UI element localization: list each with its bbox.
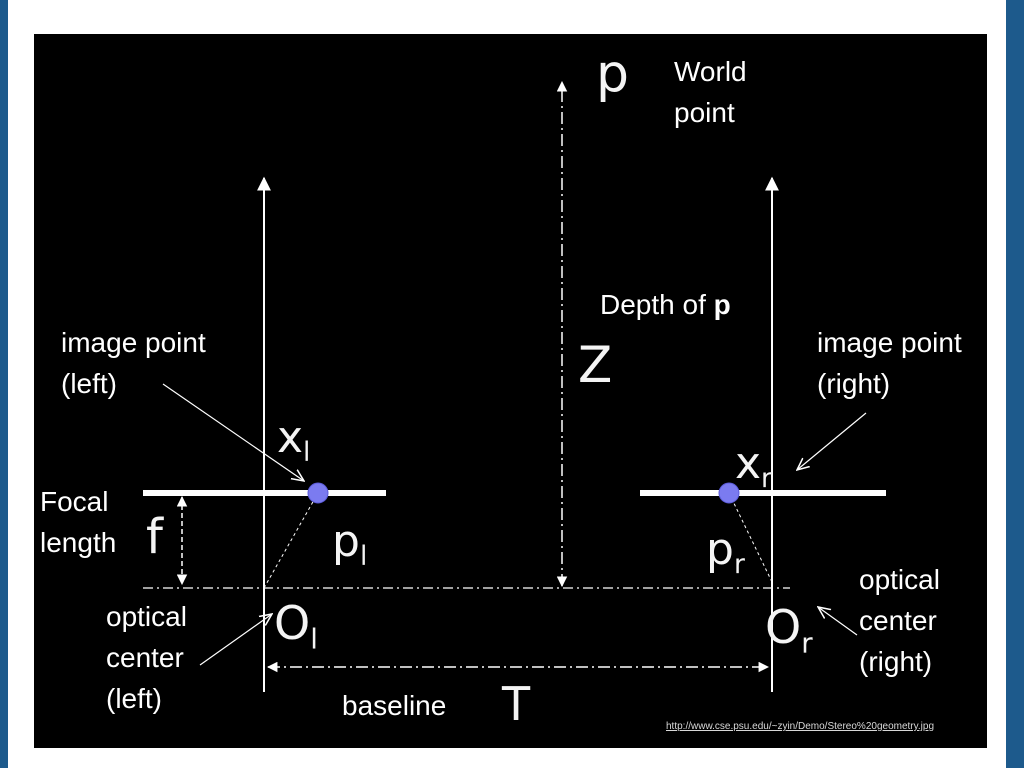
right-projection-label: pr	[706, 524, 745, 581]
baseline-label: baseline	[342, 690, 447, 721]
diagram-panel	[34, 34, 987, 748]
right-image-point	[718, 482, 740, 504]
image-point-left-label: image point (left)	[61, 327, 206, 399]
depth-label: Depth of p	[600, 289, 731, 320]
image-point-left-pointer	[162, 383, 304, 481]
left-frame-bar	[0, 0, 8, 768]
left-image-coordinate-label: xl	[277, 412, 311, 469]
optical-center-right-label: optical center (right)	[859, 564, 940, 677]
source-url: http://www.cse.psu.edu/~zyin/Demo/Stereo…	[666, 721, 935, 732]
right-frame-bar	[1006, 0, 1024, 768]
left-image-point	[307, 482, 329, 504]
left-ray	[263, 492, 319, 589]
optical-center-right-pointer	[818, 607, 858, 636]
left-optical-center-symbol: Ol	[274, 596, 318, 656]
image-point-right-label: image point (right)	[817, 327, 962, 399]
optical-center-left-label: optical center (left)	[106, 601, 187, 714]
optical-center-left-pointer	[199, 614, 272, 666]
right-ray	[728, 492, 773, 583]
depth-symbol-z: Z	[578, 336, 613, 394]
right-optical-center-symbol: Or	[765, 600, 813, 660]
left-projection-label: pl	[332, 516, 368, 573]
baseline-symbol-t: T	[502, 677, 531, 731]
image-point-right-pointer	[797, 412, 867, 470]
world-point-label: World point	[674, 56, 747, 128]
right-image-coordinate-label: xr	[735, 438, 772, 495]
world-point-symbol: p	[596, 44, 630, 104]
focal-symbol-f: f	[146, 509, 163, 565]
focal-length-label: Focal length	[40, 486, 117, 558]
